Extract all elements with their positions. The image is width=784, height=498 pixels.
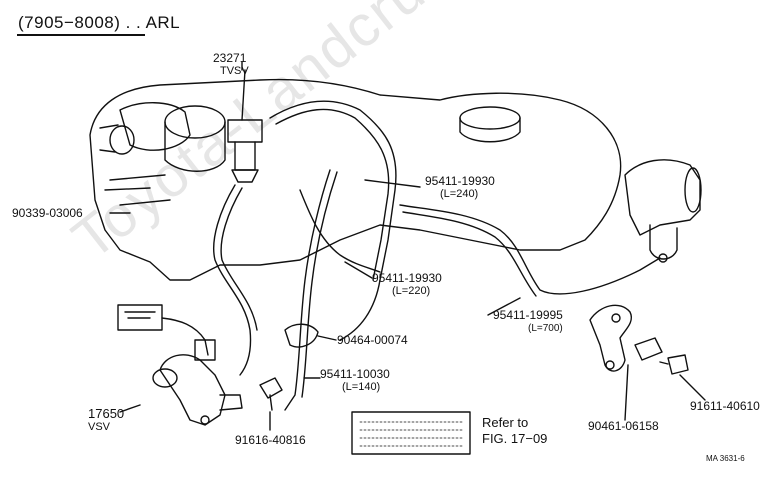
label-l140: (L=140) <box>342 381 381 393</box>
diagram-title: (7905−8008) . . ARL <box>18 13 181 32</box>
oil-filler-cap <box>460 107 520 129</box>
label-91611: 91611-40610 <box>690 399 760 413</box>
intake-manifold <box>120 103 190 150</box>
label-17650: 17650 <box>88 406 125 421</box>
hose-140-path <box>285 170 330 410</box>
label-l700: (L=700) <box>528 323 563 334</box>
figure-code: MA 3631-6 <box>706 454 745 463</box>
title-underline <box>17 34 145 36</box>
hose-240-path <box>270 101 396 340</box>
bolt-91611 <box>668 355 688 374</box>
label-95411-10030: 95411-10030 <box>320 367 390 381</box>
label-90464: 90464-00074 <box>337 333 408 347</box>
vsv-valve <box>160 355 225 425</box>
refer-to-text: Refer to <box>482 415 529 430</box>
label-95411-19930-240: 95411-19930 <box>425 174 495 188</box>
label-95411-19930-220: 95411-19930 <box>372 271 442 285</box>
tvsv-valve <box>228 120 262 142</box>
distributor <box>625 160 700 235</box>
clamp-90464 <box>285 324 318 347</box>
hose-220-path <box>300 190 380 272</box>
label-90339: 90339-03006 <box>12 206 83 220</box>
label-23271: 23271 <box>213 51 247 65</box>
label-95411-19995: 95411-19995 <box>493 308 563 322</box>
label-tvsv: TVSV <box>220 65 249 77</box>
label-l240: (L=240) <box>440 188 479 200</box>
fig-reference: FIG. 17−09 <box>482 431 548 446</box>
bracket-90461 <box>590 305 631 371</box>
engine-block <box>90 80 621 280</box>
reference-label-box <box>352 412 470 454</box>
label-vsv: VSV <box>88 421 111 433</box>
label-91616: 91616-40816 <box>235 433 306 447</box>
label-l220: (L=220) <box>392 285 431 297</box>
hose-700-path <box>400 205 660 294</box>
label-90461: 90461-06158 <box>588 419 659 433</box>
bolt-91616 <box>260 378 282 398</box>
electrical-connector <box>118 305 162 330</box>
